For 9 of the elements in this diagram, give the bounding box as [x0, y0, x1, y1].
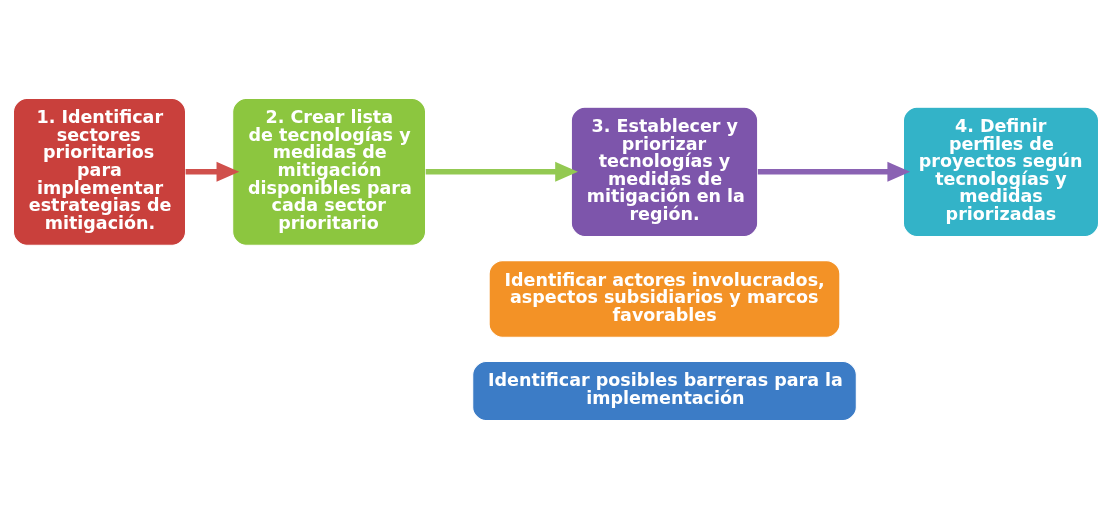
- node-box: Identificar posibles barreras para la implementación: [472, 360, 857, 422]
- node-box: Identificar actores involucrados, aspectos subsidiarios y marcos favorables: [488, 260, 841, 338]
- node-box: 3. Establecer y priorizar tecnologías y medidas de mitigación en la región.: [570, 106, 759, 238]
- arrow: [757, 161, 911, 182]
- node-box: 2. Crear lista de tecnologías y medidas de mitigación disponibles para cada sector prioritario: [232, 97, 427, 246]
- arrow: [425, 161, 578, 182]
- arrow: [185, 161, 240, 182]
- node-box: 4. Definir perfiles de proyectos según tecnologías y medidas priorizadas: [902, 106, 1100, 238]
- node-box: 1. Identificar sectores prioritarios para implementar estrategias de mitigación.: [12, 97, 187, 246]
